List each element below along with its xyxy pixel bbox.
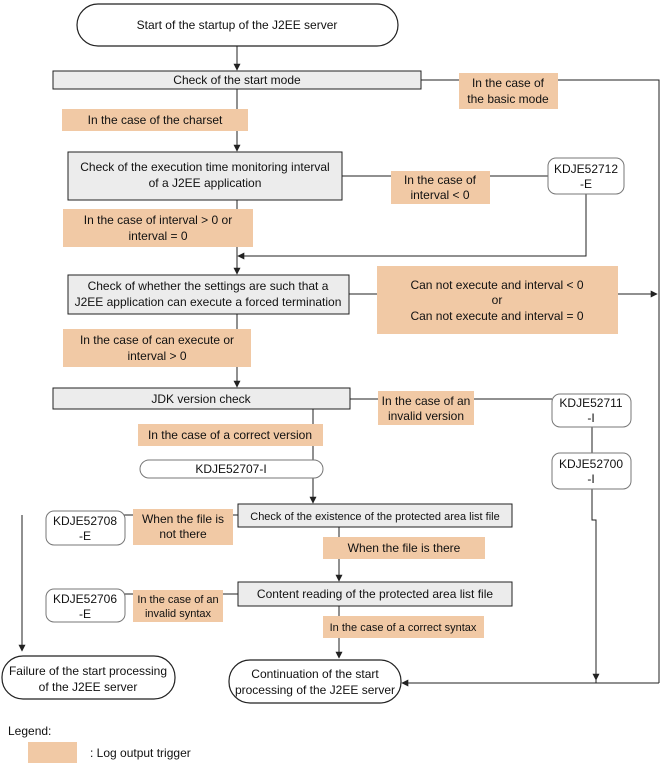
trigger-cannot-execute <box>377 266 618 334</box>
message-kdje52706-label-2: -E <box>79 607 91 621</box>
trigger-file-not-there-label-2: not there <box>159 527 207 541</box>
jdk-check-box <box>52 387 351 410</box>
message-kdje52712-label-2: -E <box>580 177 592 191</box>
message-kdje52700-label-1: KDJE52700 <box>559 457 623 471</box>
continuation-terminal-label-2: processing of the J2EE server <box>235 683 395 697</box>
content-reading-label: Content reading of the protected area li… <box>257 587 493 601</box>
trigger-basic-mode-label-2: the basic mode <box>467 92 549 106</box>
message-kdje52707 <box>139 459 324 479</box>
forced-termination-box <box>67 274 350 315</box>
trigger-interval-negative-label-2: interval < 0 <box>410 188 469 202</box>
interval-check-label-2: of a J2EE application <box>149 176 262 190</box>
start-mode-box <box>52 70 422 90</box>
trigger-can-execute-label-1: In the case of can execute or <box>80 333 234 347</box>
forced-termination-label-1: Check of whether the settings are such t… <box>88 279 329 293</box>
failure-terminal-label-2: of the J2EE server <box>39 680 138 694</box>
trigger-invalid-version-label-1: In the case of an <box>382 394 471 408</box>
message-kdje52708-label-1: KDJE52708 <box>53 514 117 528</box>
message-kdje52700-label-2: -I <box>587 472 594 486</box>
message-kdje52700 <box>551 452 632 490</box>
interval-check-label-1: Check of the execution time monitoring i… <box>80 160 329 174</box>
trigger-file-there-label: When the file is there <box>348 541 461 555</box>
trigger-file-not-there <box>133 509 233 545</box>
legend-title: Legend: <box>8 724 51 738</box>
trigger-invalid-syntax <box>133 590 223 622</box>
trigger-basic-mode-label-1: In the case of <box>472 76 545 90</box>
interval-check-box <box>67 151 343 201</box>
trigger-invalid-version <box>378 391 474 425</box>
message-kdje52711 <box>551 393 632 428</box>
trigger-interval-negative-label-1: In the case of <box>404 173 477 187</box>
trigger-correct-version <box>138 424 323 446</box>
message-kdje52712 <box>547 157 625 195</box>
trigger-interval-positive-label-2: interval = 0 <box>128 229 187 243</box>
message-kdje52711-label-1: KDJE52711 <box>559 396 622 410</box>
start-terminal-label: Start of the startup of the J2EE server <box>137 18 338 32</box>
trigger-can-execute <box>63 329 251 367</box>
trigger-correct-syntax <box>323 616 484 638</box>
trigger-can-execute-label-2: interval > 0 <box>127 349 186 363</box>
message-kdje52706-label-1: KDJE52706 <box>53 592 117 606</box>
trigger-cannot-execute-label-3: Can not execute and interval = 0 <box>410 309 583 323</box>
message-kdje52708-label-2: -E <box>79 529 91 543</box>
message-kdje52706 <box>45 588 126 623</box>
trigger-invalid-version-label-2: invalid version <box>388 409 464 423</box>
failure-terminal-label-1: Failure of the start processing <box>9 664 167 678</box>
existence-check-box <box>237 503 513 528</box>
failure-terminal <box>1 655 176 700</box>
legend-swatch <box>28 742 77 763</box>
message-kdje52712-label-1: KDJE52712 <box>554 162 618 176</box>
trigger-file-not-there-label-1: When the file is <box>142 512 224 526</box>
legend-item-label: : Log output trigger <box>90 746 191 760</box>
trigger-interval-positive <box>63 209 253 247</box>
trigger-invalid-syntax-label-2: invalid syntax <box>145 608 212 620</box>
trigger-interval-positive-label-1: In the case of interval > 0 or <box>84 213 232 227</box>
start-terminal <box>76 3 399 47</box>
trigger-interval-negative <box>391 171 490 204</box>
trigger-file-there <box>323 537 485 559</box>
trigger-invalid-syntax-label-1: In the case of an <box>137 594 218 606</box>
trigger-charset-label: In the case of the charset <box>88 113 223 127</box>
message-kdje52711-label-2: -I <box>587 411 594 425</box>
forced-termination-label-2: J2EE application can execute a forced te… <box>75 295 342 309</box>
message-kdje52707-label: KDJE52707-I <box>195 462 266 476</box>
jdk-check-label: JDK version check <box>151 392 251 406</box>
content-reading-box <box>237 581 513 607</box>
message-kdje52708 <box>45 510 126 546</box>
continuation-terminal-label-1: Continuation of the start <box>251 667 379 681</box>
trigger-cannot-execute-label-1: Can not execute and interval < 0 <box>410 278 583 292</box>
trigger-basic-mode <box>459 73 558 109</box>
trigger-cannot-execute-label-2: or <box>492 293 503 307</box>
trigger-charset <box>62 109 248 131</box>
continuation-terminal <box>228 659 402 704</box>
start-mode-label: Check of the start mode <box>173 73 301 87</box>
trigger-correct-syntax-label: In the case of a correct syntax <box>330 622 477 634</box>
existence-check-label: Check of the existence of the protected … <box>250 511 499 523</box>
trigger-correct-version-label: In the case of a correct version <box>148 428 312 442</box>
